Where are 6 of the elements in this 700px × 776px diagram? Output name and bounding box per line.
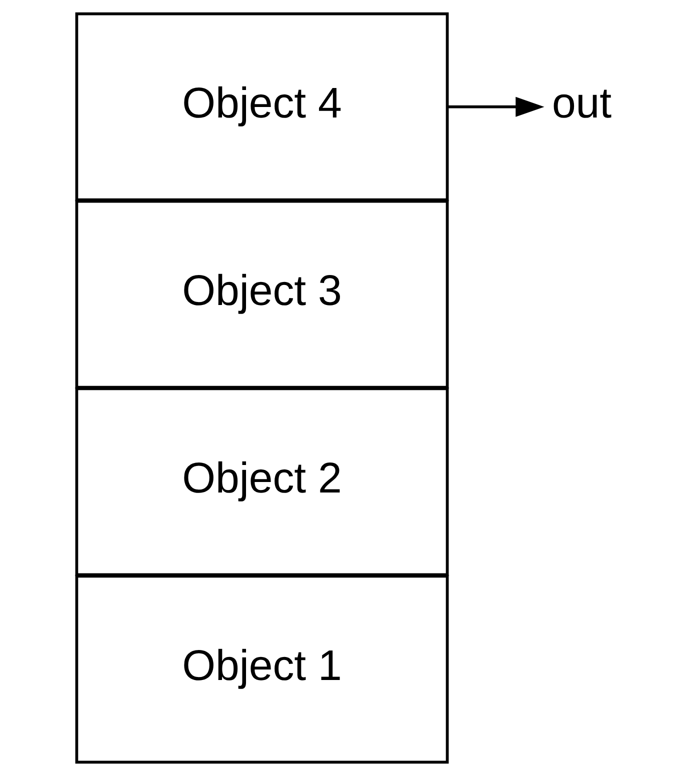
node-text: out	[552, 80, 612, 128]
node-box: Object 3	[75, 200, 449, 389]
node-box: Object 2	[75, 387, 449, 576]
arrow	[448, 96, 544, 117]
node-box: Object 1	[75, 574, 449, 764]
node-box: Object 4	[75, 12, 449, 202]
